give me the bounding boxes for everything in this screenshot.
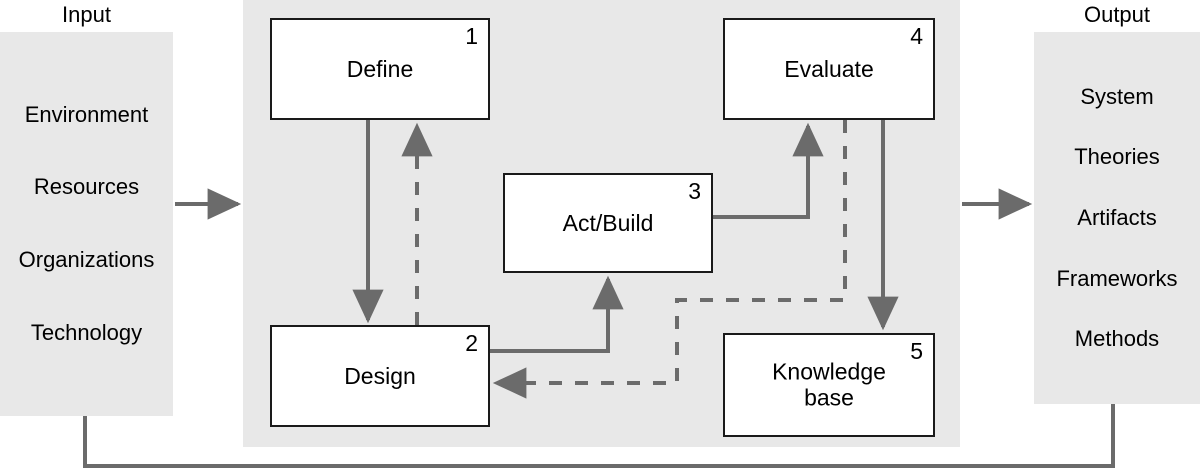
process-number-design: 2 (465, 330, 478, 356)
output-item-frameworks: Frameworks (1056, 265, 1178, 291)
output-title: Output (1083, 2, 1151, 27)
input-panel: Environment Resources Organizations Tech… (0, 32, 173, 416)
process-label-actbuild: Act/Build (562, 209, 654, 236)
process-box-define[interactable]: 1 Define (270, 18, 490, 120)
process-number-knowledge-base: 5 (910, 338, 923, 364)
process-box-evaluate[interactable]: 4 Evaluate (723, 18, 935, 120)
output-panel: System Theories Artifacts Frameworks Met… (1034, 32, 1200, 404)
input-item-resources: Resources (33, 174, 140, 200)
input-item-technology: Technology (30, 320, 143, 346)
process-label-evaluate: Evaluate (784, 55, 874, 82)
output-item-methods: Methods (1074, 326, 1160, 352)
process-number-evaluate: 4 (910, 23, 923, 49)
process-box-actbuild[interactable]: 3 Act/Build (503, 173, 713, 273)
output-item-artifacts: Artifacts (1077, 204, 1157, 230)
process-label-define: Define (346, 55, 414, 82)
process-number-actbuild: 3 (688, 178, 701, 204)
output-item-theories: Theories (1074, 144, 1160, 170)
process-number-define: 1 (465, 23, 478, 49)
output-item-system: System (1080, 83, 1154, 109)
process-label-design: Design (344, 362, 416, 389)
process-box-knowledge-base[interactable]: 5 Knowledge base (723, 333, 935, 437)
input-item-environment: Environment (24, 101, 149, 127)
input-title: Input (62, 2, 111, 27)
process-box-design[interactable]: 2 Design (270, 325, 490, 427)
process-label-knowledge-base: Knowledge base (772, 358, 886, 411)
input-item-organizations: Organizations (18, 247, 155, 273)
